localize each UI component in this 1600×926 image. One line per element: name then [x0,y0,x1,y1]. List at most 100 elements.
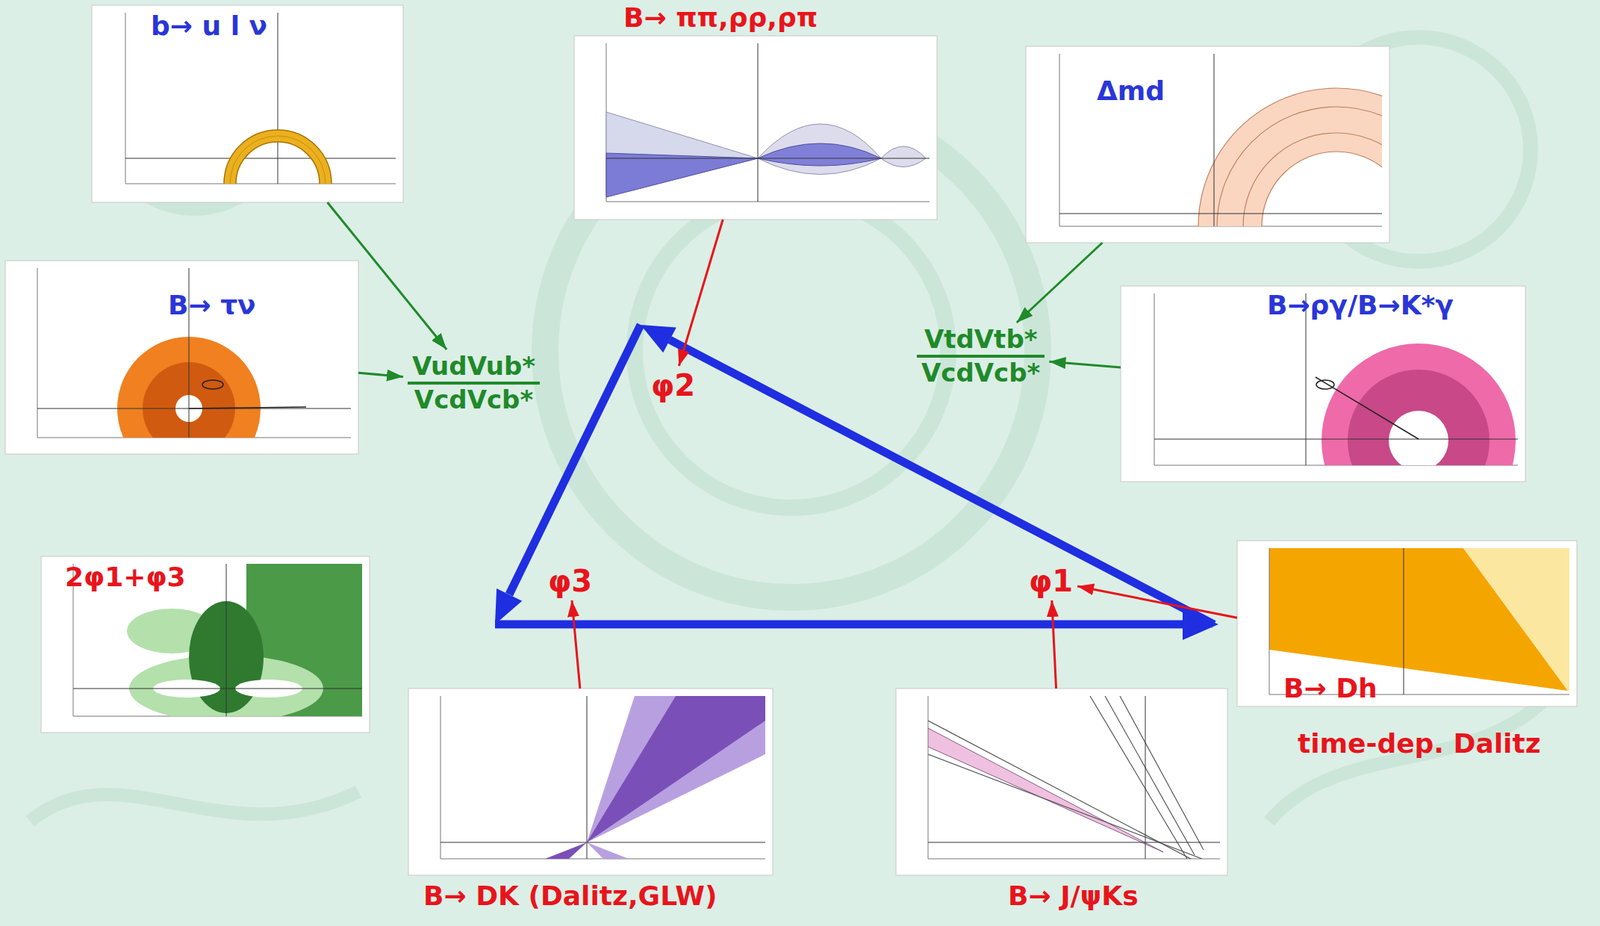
plot-panel [928,695,1220,859]
decoration [29,791,359,822]
plot-panel [895,688,1228,876]
constraint-band [1104,695,1195,855]
plot-title: time-dep. Dalitz [1297,727,1542,760]
plot-panel [41,556,370,733]
constraint-ring [1261,151,1382,227]
plot-panel: B→ ππ,ρρ,ρπ [574,1,938,220]
angle-label: φ3 [543,561,597,601]
connector-group [327,202,1238,689]
plot-panel: Δmd [1025,46,1390,243]
unitarity-triangle [669,339,1214,625]
plot-panel [408,688,773,876]
plot-panel [574,35,938,220]
ratio-label: VtdVtb*VcdVcb* [912,322,1049,390]
constraint-wedge [586,695,766,843]
plot-panel [1315,377,1419,440]
plot-panel [440,842,766,843]
plot-panel [1213,53,1215,227]
ratio-numerator: VtdVtb* [916,324,1045,358]
constraint-band [928,727,1164,852]
constraint-band [928,720,1203,859]
plot-title: B→ τν [167,288,257,322]
plot-panel [606,43,930,202]
leader-arrow [678,219,723,366]
constraint-wedge [586,695,766,843]
plot-panel [757,123,882,175]
plot-panel [574,35,938,220]
plot-title: Δmd [1096,74,1165,107]
constraint-band [928,695,1204,859]
constraint-ring [1243,132,1382,227]
plot-panel: 2φ1+φ3 [41,556,370,733]
constraint-wedge [1269,548,1570,691]
leader-arrow [1051,600,1057,689]
constraint-disc [1347,369,1490,466]
plot-panel [41,556,370,733]
angle-label: φ1 [1024,561,1078,601]
constraint-disc [1321,343,1516,466]
plot-panel [91,5,404,238]
constraint-ring [1230,120,1383,227]
leader-arrow [327,202,448,350]
constraint-ring [235,141,320,184]
plot-panel [5,260,359,481]
plot-panel [928,842,1220,843]
plot-title: B→ J/ψKs [1007,879,1139,912]
plot-panel [1120,285,1526,538]
plot-panel [73,688,363,690]
ratio-numerator: VudVub* [407,350,540,385]
angle-name: φ3 [548,562,593,599]
plot-title: B→ Dh [1283,671,1378,705]
leader-arrow [1016,242,1103,323]
plot-title: 2φ1+φ3 [64,560,186,593]
leader-arrow [1048,361,1121,368]
angle-name: φ2 [651,367,696,404]
plot-title: B→ DK (Dalitz,GLW) [423,879,717,912]
plot-panel [1316,380,1335,389]
constraint-ring [223,129,332,184]
plot-panel: B→ J/ψKs [895,688,1228,917]
plot-panel [757,43,759,202]
plot-panel [188,406,307,409]
ratio-denominator: VcdVcb* [916,357,1045,389]
plot-panel [1145,695,1147,859]
plot-panel [606,158,930,160]
plot-panel [440,695,766,859]
constraint-wedge [545,695,766,859]
constraint-ring [1198,88,1382,227]
plot-panel [586,695,588,859]
constraint-ring [229,135,326,184]
plot-panel [757,143,882,166]
leader-arrow [1077,586,1238,618]
constraint-ring [223,129,332,184]
plot-panel [202,380,224,389]
plot-panel [91,5,404,203]
plot-panel [1269,548,1570,695]
constraint-band [928,754,1203,859]
angle-label: φ2 [646,365,700,405]
plot-panel: B→ Dh time-dep. Dalitz [1237,540,1577,762]
plot-panel [1059,213,1382,215]
constraint-band [1090,695,1188,859]
plot-panel [1403,548,1405,695]
unitarity-triangle [640,324,677,353]
plot-title: B→ργ/B→K*γ [1267,288,1454,322]
constraint-disc [1388,410,1449,466]
leader-arrow [571,600,581,689]
plot-panel [226,563,227,717]
plot-panel: b→ u l ν [91,5,404,203]
plot-panel: B→ τν [5,260,359,454]
plot-title: B→ ππ,ρρ,ρπ [623,1,818,34]
unitarity-triangle [495,588,522,625]
leader-arrow [358,372,404,377]
plot-panel [125,158,396,160]
constraint-band [1119,695,1204,850]
ratio-denominator: VcdVcb* [407,384,540,416]
plot-panel [895,688,1228,876]
ratio-label: VudVub*VcdVcb* [403,349,545,417]
angle-name: φ1 [1028,562,1073,599]
plot-panel [408,688,773,876]
